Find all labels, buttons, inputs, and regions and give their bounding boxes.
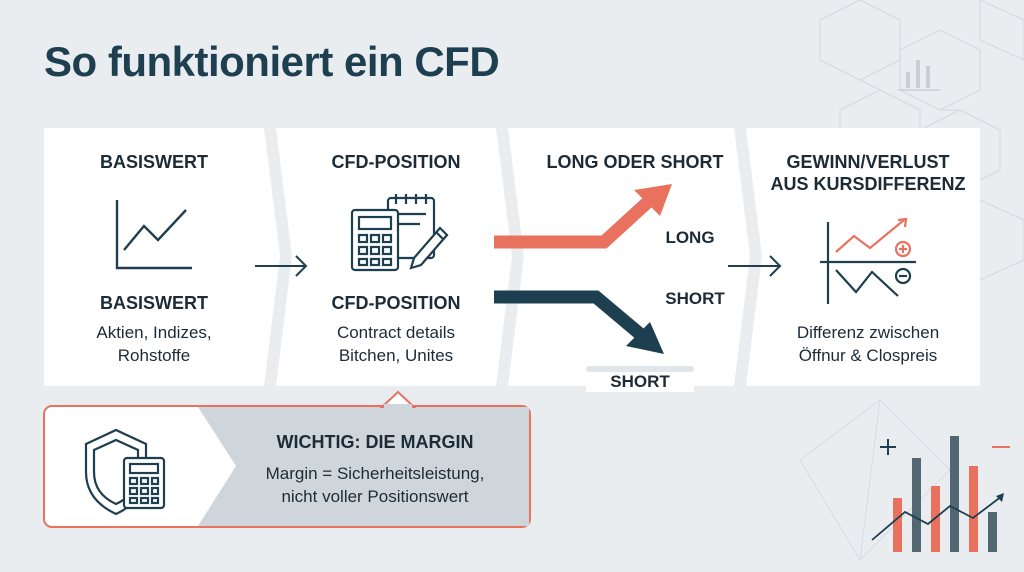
step-2-heading: CFD-POSITION bbox=[331, 152, 461, 172]
margin-note-shade bbox=[198, 407, 529, 526]
step-1-desc-line2: Rohstoffe bbox=[117, 346, 191, 365]
decorative-bar-chart bbox=[871, 436, 1010, 552]
step-1-heading: BASISWERT bbox=[100, 152, 208, 172]
panel-basiswert bbox=[44, 128, 280, 386]
short-tab-label: SHORT bbox=[610, 372, 670, 391]
step-4-desc-line2: Öffnur & Clospreis bbox=[798, 346, 938, 365]
short-tab bbox=[586, 366, 694, 392]
step-1-desc-line1: Aktien, Indizes, bbox=[96, 323, 212, 342]
panel-long-short bbox=[508, 128, 750, 386]
long-short-arrows-icon bbox=[494, 184, 672, 354]
step-1-subheading: BASISWERT bbox=[100, 293, 208, 313]
step-4-heading-line2: AUS KURSDIFFERENZ bbox=[770, 174, 966, 194]
line-chart-icon bbox=[115, 200, 192, 270]
long-label: LONG bbox=[665, 228, 715, 247]
margin-note-title: WICHTIG: DIE MARGIN bbox=[276, 432, 474, 452]
flow-arrow-3 bbox=[728, 255, 782, 277]
panel-gewinn-verlust bbox=[746, 128, 980, 386]
calculator-clipboard-icon bbox=[350, 194, 449, 272]
step-4-heading-line1: GEWINN/VERLUST bbox=[786, 152, 950, 172]
flow-arrow-1 bbox=[255, 255, 308, 277]
profit-loss-chart-icon bbox=[820, 217, 916, 304]
page-title: So funktioniert ein CFD bbox=[44, 38, 500, 85]
shield-calculator-icon bbox=[84, 428, 166, 516]
step-3-heading: LONG ODER SHORT bbox=[546, 152, 724, 172]
step-2-subheading: CFD-POSITION bbox=[331, 293, 461, 313]
step-4-desc-line1: Differenz zwischen bbox=[796, 323, 940, 342]
step-2-desc-line1: Contract details bbox=[336, 323, 456, 342]
step-2-desc-line2: Bitchen, Unites bbox=[338, 346, 454, 365]
margin-note-text-line1: Margin = Sicherheitsleistung, bbox=[265, 464, 485, 483]
margin-note-text-line2: nicht voller Positionswert bbox=[281, 487, 469, 506]
short-label: SHORT bbox=[665, 289, 725, 308]
